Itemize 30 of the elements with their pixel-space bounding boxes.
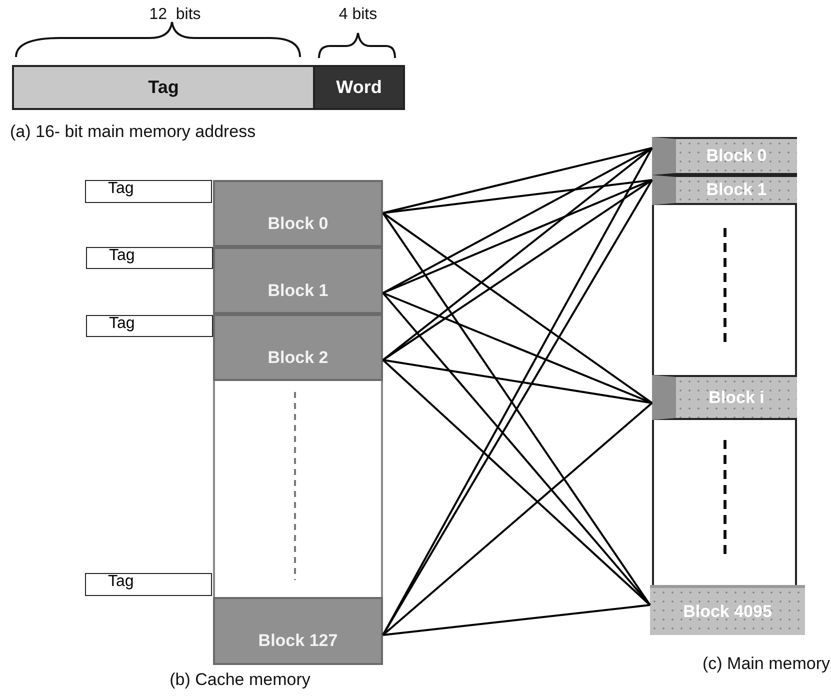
tag-field: Tag <box>86 247 213 269</box>
caption-text: (a) 16- bit main memory address <box>10 122 257 142</box>
caption-text: 12 bits <box>148 6 202 24</box>
memory-block: Block 127 <box>213 597 383 665</box>
tag-field: Tag <box>12 65 315 110</box>
connector-line <box>382 359 652 404</box>
tag-field: Tag <box>86 315 213 337</box>
caption-text: 4 bits <box>338 6 378 24</box>
connector-line <box>382 179 652 214</box>
connector-line <box>382 292 651 606</box>
memory-block: Block 1 <box>652 175 797 205</box>
connector-line <box>382 402 653 636</box>
memory-block: Block 1 <box>213 247 383 314</box>
connector-line <box>382 292 652 404</box>
connector-line <box>382 147 652 214</box>
memory-block: Block 0 <box>652 137 797 175</box>
memory-block: Block 4095 <box>650 585 805 635</box>
connector-line <box>382 359 651 606</box>
word-field: Word <box>315 65 405 110</box>
connector-line <box>382 179 652 294</box>
memory-block: Block i <box>652 375 797 420</box>
memory-block: Block 2 <box>213 314 383 381</box>
memory-block: Block 0 <box>213 180 383 247</box>
caption-text: (c) Main memory <box>701 654 830 674</box>
connector-line <box>382 604 650 636</box>
tag-field: Tag <box>85 573 212 596</box>
caption-text: (b) Cache memory <box>168 670 312 690</box>
connector-line <box>382 147 652 294</box>
tag-field: Tag <box>85 180 212 203</box>
connector-line <box>382 212 653 404</box>
